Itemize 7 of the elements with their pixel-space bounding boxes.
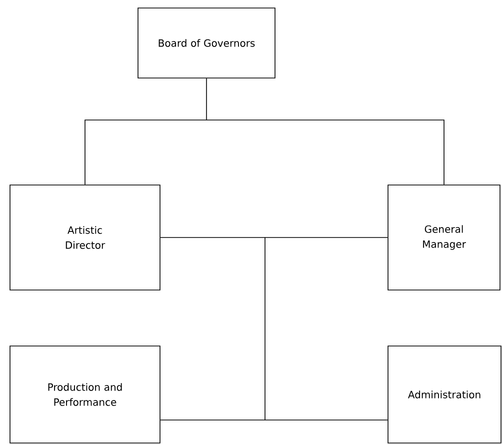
connector-line [84, 78, 444, 185]
org-box: Artistic Director [10, 184, 160, 290]
org-box: Production and Performance [10, 346, 160, 444]
org-box: General Manager [388, 184, 500, 290]
org-box: Board of Governors [138, 8, 276, 78]
connector-line [160, 237, 388, 420]
org-box: Administration [388, 346, 502, 444]
